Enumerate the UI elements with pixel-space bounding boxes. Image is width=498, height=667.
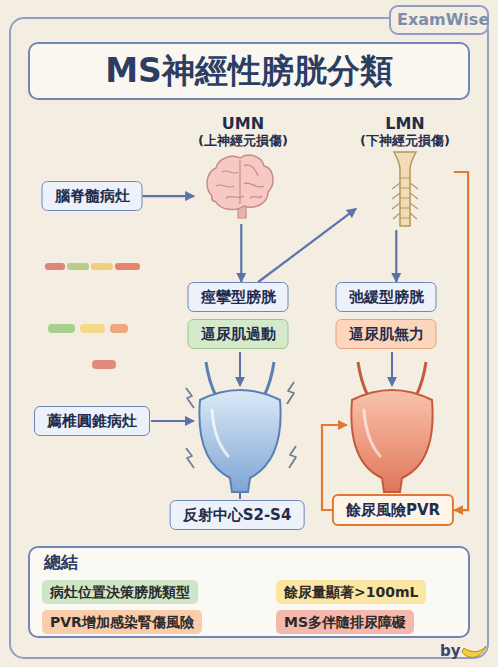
spinal-cord-illustration <box>392 152 418 226</box>
title-banner: MS神經性膀胱分類 <box>28 42 470 100</box>
credit-text: by <box>440 642 461 660</box>
node-text: 反射中心S2-S4 <box>183 505 292 525</box>
frame <box>10 6 488 658</box>
brain-illustration <box>207 155 273 218</box>
color-bars <box>45 263 140 369</box>
connector-arrow <box>395 230 397 282</box>
status-box: 逼尿肌過動 <box>188 319 289 349</box>
layout-arrows <box>151 352 392 510</box>
process-box: 反射中心S2-S4 <box>170 500 305 530</box>
node-text: MS多伴隨排尿障礙 <box>284 613 406 631</box>
process-box: 弛緩型膀胱 <box>336 282 437 312</box>
connector-arrow <box>258 209 356 282</box>
lmn-lesion-node: LMN(下神經元損傷) <box>356 114 454 230</box>
summary-tag: PVR增加感染腎傷風險 <box>42 610 202 634</box>
connector-arrow <box>240 224 242 282</box>
node-text: 腦脊髓病灶 <box>55 186 130 206</box>
node-text: 餘尿風險PVR <box>346 500 440 520</box>
brand-watermark: ExamWise <box>397 10 489 29</box>
node-text: PVR增加感染腎傷風險 <box>50 613 194 631</box>
summary-panel: 總結病灶位置決策膀胱類型 餘尿量顯著>100mL PVR增加感染腎傷風險 MS多伴隨排… <box>28 546 470 638</box>
node-text: 餘尿量顯著>100mL <box>284 583 418 601</box>
node-text: 逼尿肌無力 <box>349 324 424 344</box>
connector-arrow <box>454 172 468 510</box>
connector-arrow <box>143 195 195 197</box>
node-text: 病灶位置決策膀胱類型 <box>50 583 190 601</box>
node-text: 薦椎圓錐病灶 <box>47 411 137 431</box>
process-box: 腦脊髓病灶 <box>42 181 143 211</box>
banana-icon <box>462 646 486 657</box>
node-text: (下神經元損傷) <box>360 133 450 150</box>
risk-box: 餘尿風險PVR <box>332 494 454 526</box>
node-text: 總結 <box>44 551 454 575</box>
process-box: 痙攣型膀胱 <box>188 282 289 312</box>
summary-tag: 餘尿量顯著>100mL <box>276 580 426 604</box>
node-text: 弛緩型膀胱 <box>349 287 424 307</box>
node-text: LMN <box>360 114 450 133</box>
node-text: UMN <box>198 114 288 133</box>
node-text: 痙攣型膀胱 <box>201 287 276 307</box>
umn-lesion-node: UMN(上神經元損傷) <box>194 114 292 224</box>
status-box: 逼尿肌無力 <box>336 319 437 349</box>
node-text: 逼尿肌過動 <box>201 324 276 344</box>
node-text: (上神經元損傷) <box>198 133 288 150</box>
process-box: 薦椎圓錐病灶 <box>34 406 150 436</box>
title: MS神經性膀胱分類 <box>30 44 468 98</box>
summary-tag: 病灶位置決策膀胱類型 <box>42 580 198 604</box>
summary-tag: MS多伴隨排尿障礙 <box>276 610 414 634</box>
page-frame <box>10 18 488 658</box>
